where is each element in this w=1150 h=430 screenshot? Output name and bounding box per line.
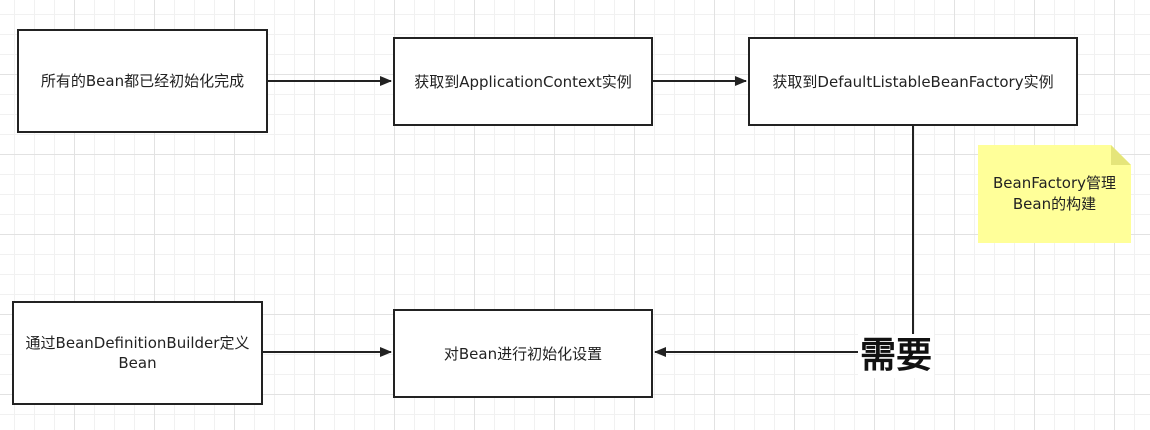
node-get-bean-factory: 获取到DefaultListableBeanFactory实例 <box>748 37 1078 126</box>
node-label: 对Bean进行初始化设置 <box>443 344 603 363</box>
node-initialize-bean: 对Bean进行初始化设置 <box>393 309 653 398</box>
node-label: 通过BeanDefinitionBuilder定义Bean <box>25 334 250 372</box>
note-text: BeanFactory管理 Bean的构建 <box>992 174 1116 213</box>
node-label: 获取到ApplicationContext实例 <box>414 72 632 91</box>
edge-label-need: 需要 <box>858 334 935 378</box>
node-label: 获取到DefaultListableBeanFactory实例 <box>772 72 1054 91</box>
edge-n3-n5 <box>654 126 914 357</box>
node-define-bean: 通过BeanDefinitionBuilder定义Bean <box>12 301 263 405</box>
node-get-application-context: 获取到ApplicationContext实例 <box>393 37 653 126</box>
sticky-note: BeanFactory管理 Bean的构建 <box>978 145 1131 243</box>
node-beans-initialized: 所有的Bean都已经初始化完成 <box>17 29 268 133</box>
node-label: 所有的Bean都已经初始化完成 <box>40 72 245 90</box>
